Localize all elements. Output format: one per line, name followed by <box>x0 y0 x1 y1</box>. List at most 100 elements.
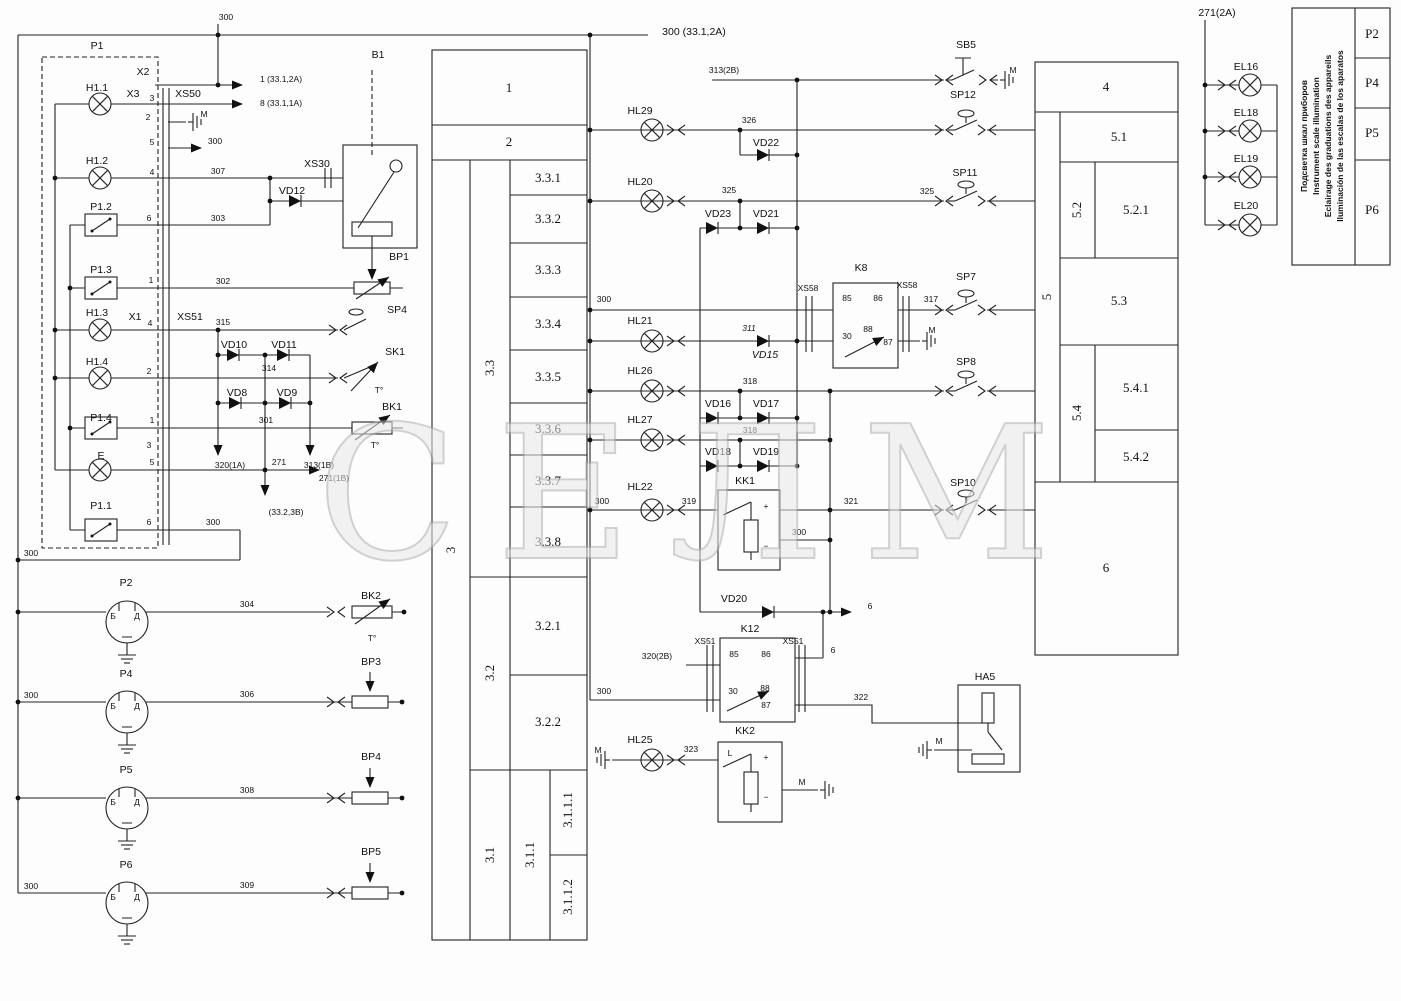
polarity-label: + <box>763 500 769 511</box>
e-lamp-icon <box>88 458 112 482</box>
sp12-switch-icon <box>935 110 996 135</box>
wire-number-label: 323 <box>683 743 699 754</box>
wire-number-label: 322 <box>853 691 869 702</box>
vd11-label: VD11 <box>271 338 297 351</box>
vd23-label: VD23 <box>704 207 732 220</box>
xs51-connector-label: XS51 <box>694 635 716 646</box>
kk2-label: KK2 <box>735 724 755 737</box>
el16-lamp-icon <box>1238 73 1262 97</box>
k8-label: K8 <box>854 261 868 274</box>
pin-label: 86 <box>761 648 771 659</box>
pin-label: 2 <box>146 365 152 376</box>
pin-label: 86 <box>873 292 883 303</box>
kk1-flasher-box <box>717 489 781 571</box>
p1-dashed-enclosure <box>41 56 159 549</box>
wire-number-label: 300 (33.1,2A) <box>662 25 726 38</box>
pin-label: 87 <box>883 336 893 347</box>
vd18-label: VD18 <box>704 445 732 458</box>
center-wiring <box>589 35 1035 823</box>
table-cell-label: 3.2.1 <box>535 618 561 633</box>
h1-3-lamp-icon <box>88 318 112 342</box>
pin-label: 85 <box>729 648 739 659</box>
el19-label: EL19 <box>1233 152 1259 165</box>
wire-number-label: 325 <box>721 184 737 195</box>
h1-1-lamp-icon <box>88 92 112 116</box>
wire-number-label: 313(2B) <box>708 64 740 75</box>
table-cell-label: 3.3 <box>482 359 497 377</box>
ground-m-label: M <box>594 744 602 755</box>
xs50-connector-label: XS50 <box>175 87 201 100</box>
pin-label: 4 <box>149 166 155 177</box>
k12-label: K12 <box>740 622 760 635</box>
vd17-label: VD17 <box>752 397 780 410</box>
hl26-label: HL26 <box>627 364 653 377</box>
p1-2-label: P1.2 <box>90 200 112 213</box>
hl27-label: HL27 <box>627 413 653 426</box>
wire-number-label: 301 <box>258 414 274 425</box>
wire-number-label: 320(1A) <box>214 459 246 470</box>
bp4-label: BP4 <box>361 750 381 763</box>
vd18-diode-icon <box>705 459 719 473</box>
pin-label: 5 <box>149 136 155 147</box>
wire-number-label: 6 <box>867 600 873 611</box>
wire-number-label: 321 <box>843 495 859 506</box>
legend-line: Instrument scale illumination <box>1311 77 1322 195</box>
hl22-label: HL22 <box>627 480 653 493</box>
xs58-connector-label: XS58 <box>797 282 819 293</box>
x1-connector-label: X1 <box>128 310 142 323</box>
bp3-label: BP3 <box>361 655 381 668</box>
table-cell-label: 3.3.7 <box>535 473 561 488</box>
h1-4-lamp-icon <box>88 366 112 390</box>
pin-label: 3 <box>149 92 155 103</box>
hl29-label: HL29 <box>627 104 653 117</box>
xs30-connector-label: XS30 <box>304 157 330 170</box>
el20-label: EL20 <box>1233 199 1259 212</box>
bp5-resistor <box>351 886 389 900</box>
xs58-connector-label: XS58 <box>896 279 918 290</box>
table-cell-label: 3.3.6 <box>535 421 561 436</box>
table-cell-label: 1 <box>505 80 513 95</box>
p2-label: P2 <box>119 576 133 589</box>
pin-label: 30 <box>728 685 738 696</box>
table-cell-label: 5.2.1 <box>1123 202 1149 217</box>
pin-label: 6 <box>146 516 152 527</box>
xs51-connector-label: XS51 <box>177 310 203 323</box>
bp4-resistor <box>351 791 389 805</box>
temp-label: T° <box>370 439 380 450</box>
legend-cell-label: P2 <box>1365 26 1379 41</box>
kk2-flasher-box <box>717 741 783 823</box>
terminal-label: Б <box>110 796 116 807</box>
legend-line: Eclairage des graduations des appareils <box>1323 54 1333 218</box>
terminal-label: Б <box>110 700 116 711</box>
vd20-diode-icon <box>761 605 775 619</box>
table-cell-label: 3 <box>443 546 458 554</box>
sp7-switch-icon <box>935 290 996 315</box>
kk1-label: KK1 <box>735 474 755 487</box>
sp4-label: SP4 <box>387 303 407 316</box>
table-cell-label: 3.1.1.2 <box>560 879 575 915</box>
vd8-label: VD8 <box>226 386 248 399</box>
k12-relay-box <box>719 637 796 723</box>
h1-3-label: H1.3 <box>85 306 109 319</box>
p1-4-label: P1.4 <box>90 411 112 424</box>
wire-number-label: 271(1B) <box>318 472 350 483</box>
table-cell-label: 3.1.1 <box>522 842 537 868</box>
sp12-label: SP12 <box>950 88 976 101</box>
bk2-resistor <box>351 605 393 619</box>
wire-number-label: 318 <box>742 424 758 435</box>
table-cell-label: 3.2.2 <box>535 714 561 729</box>
pin-label: 85 <box>842 292 852 303</box>
wire-number-label: 304 <box>239 598 255 609</box>
p2-gauge-icon <box>105 600 149 644</box>
p4-label: P4 <box>119 667 133 680</box>
p5-label: P5 <box>119 763 133 776</box>
el18-lamp-icon <box>1238 119 1262 143</box>
legend-text-block: Подсветка шкал приборов Instrument scale… <box>1299 11 1347 261</box>
vd22-label: VD22 <box>752 136 780 149</box>
table-cell-label: 3.2 <box>482 664 497 682</box>
offpage-ref-label: 8 (33.1,1A) <box>259 97 303 108</box>
ground-m-label: M <box>798 776 806 787</box>
wire-number-label: 315 <box>215 316 231 327</box>
vd10-label: VD10 <box>220 338 248 351</box>
polarity-label: − <box>763 540 769 551</box>
